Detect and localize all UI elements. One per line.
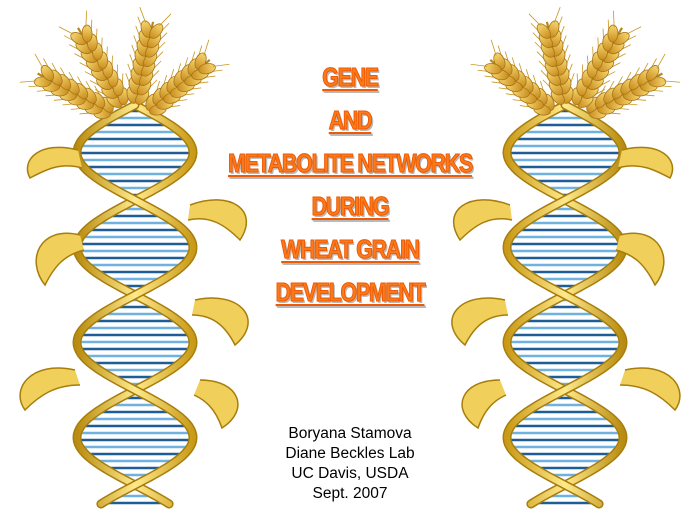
helix-tendril	[193, 379, 239, 430]
helix-tendril	[26, 146, 83, 180]
author-date: Sept. 2007	[312, 485, 388, 502]
wheat-ear	[571, 10, 642, 108]
helix-tendril	[35, 232, 85, 287]
wheat-ear	[58, 10, 129, 108]
helix-tendril	[191, 297, 249, 347]
title-line-development: DEVELOPMENT	[275, 277, 426, 308]
title-line-and: AND	[328, 105, 373, 136]
author-lab: Diane Beckles Lab	[285, 445, 415, 462]
title-line-wheat-grain: WHEAT GRAIN	[281, 234, 421, 265]
title-line-during: DURING	[311, 191, 390, 222]
helix-tendril	[617, 146, 674, 180]
helix-strand	[73, 102, 197, 507]
dna-helix-left	[19, 7, 249, 509]
wheat-ear	[145, 39, 230, 116]
wheat-ear	[586, 53, 681, 119]
dna-helix-right	[451, 7, 681, 509]
author-name: Boryana Stamova	[288, 425, 412, 442]
helix-tendril	[19, 367, 81, 412]
helix-tendril	[619, 367, 681, 412]
helix-tendril	[451, 297, 509, 347]
helix-tendril	[615, 232, 665, 287]
helix-tendril	[453, 199, 513, 242]
helix-strand	[503, 102, 627, 507]
title-block: GENE AND METABOLITE NETWORKS DURING WHEA…	[170, 56, 530, 314]
helix-tendril	[187, 199, 247, 242]
wheat-ear	[528, 7, 575, 105]
wheat-ear	[19, 53, 114, 119]
wheat-ear	[125, 7, 172, 105]
helix-tendril	[461, 379, 507, 430]
helix-strand	[503, 102, 627, 507]
title-line-gene: GENE	[322, 62, 380, 93]
author-block: Boryana Stamova Diane Beckles Lab UC Dav…	[200, 424, 500, 504]
wheat-ear	[470, 39, 555, 116]
helix-strand	[73, 102, 197, 507]
title-line-metabolite-networks: METABOLITE NETWORKS	[228, 148, 474, 179]
author-affiliation: UC Davis, USDA	[291, 465, 409, 482]
